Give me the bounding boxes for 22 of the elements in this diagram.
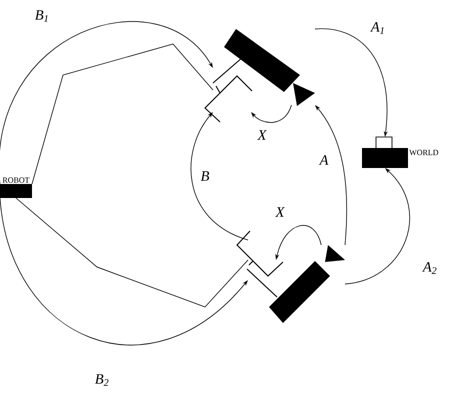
edge-label: A$_{1}$ — [370, 21, 386, 35]
edge-label: B$_{1}$ — [34, 9, 50, 23]
edge-label: B$_{2}$ — [94, 373, 110, 387]
edge-label: B — [200, 170, 210, 182]
gripper-drawing — [204, 56, 252, 122]
camera-drawing — [224, 29, 315, 106]
node-label: WORLD — [409, 150, 438, 156]
world-table: WORLD — [362, 136, 438, 168]
arrow — [344, 168, 410, 284]
arrow — [251, 104, 292, 123]
robot-arm — [32, 44, 214, 184]
robot-arm — [16, 198, 248, 308]
edge-label: X — [274, 206, 286, 218]
node-label: ROBOT — [2, 177, 30, 183]
edge-label: A — [318, 154, 330, 166]
arrow — [0, 198, 248, 345]
camera-drawing — [269, 245, 345, 323]
edge-label: A$_{2}$ — [422, 261, 438, 275]
arrow — [0, 21, 213, 184]
edge-label: X — [256, 129, 268, 141]
gripper-drawing — [236, 230, 284, 298]
robot-base: ROBOT — [0, 177, 32, 198]
